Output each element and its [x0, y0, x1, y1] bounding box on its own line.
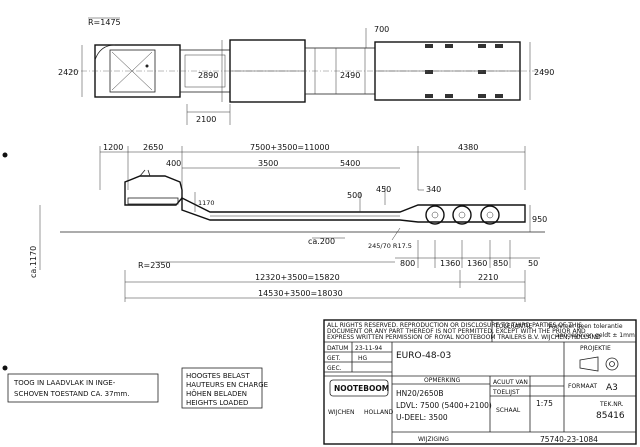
dim-3500: 3500 [258, 159, 278, 168]
tolerantie-text-1: Wanneer geen tolerantie [548, 323, 623, 330]
title-block: ALL RIGHTS RESERVED. REPRODUCTION OR DIS… [323, 319, 637, 445]
datum-label: DATUM [327, 345, 348, 352]
binder-hole-top [2, 152, 8, 158]
dim-15820: 12320+3500=15820 [255, 273, 340, 282]
dim-2210: 2210 [478, 273, 498, 282]
acuut-label: ACUUT VAN [493, 379, 528, 386]
dim-1360-a: 1360 [440, 259, 460, 268]
teknr-label: TEK.NR. [599, 401, 624, 408]
side-view: 1200 2650 7500+3500=11000 4380 400 3500 … [29, 143, 547, 302]
dim-850: 850 [493, 259, 508, 268]
wijziging-label: WIJZIGING [418, 436, 449, 443]
dim-800: 800 [400, 259, 415, 268]
note-line-2: SCHOVEN TOESTAND CA. 37mm. [14, 390, 129, 398]
note-box-toog: TOOG IN LAADVLAK IN INGE- SCHOVEN TOESTA… [7, 373, 159, 403]
dim-ca1170: ca.1170 [29, 246, 38, 278]
gooseneck-radius [94, 44, 116, 61]
opmerking-line-2: LDVL: 7500 (5400+2100) [396, 401, 492, 410]
dim-1360-b: 1360 [467, 259, 487, 268]
wheel-group [425, 44, 503, 98]
heights-nl: HOOGTES BELAST [186, 372, 250, 380]
dim-400: 400 [166, 159, 181, 168]
gec-label: GEC. [327, 365, 342, 372]
dim-450: 450 [376, 185, 391, 194]
dim-1200: 1200 [103, 143, 123, 152]
dim-2490-mid: 2490 [340, 71, 360, 80]
tolerantie-text-2: aangegeven geldt ± 1mm [556, 332, 635, 339]
dim-340: 340 [426, 185, 441, 194]
toelijst-label: TOELIJST [492, 389, 520, 396]
holland-text: HOLLAND [364, 409, 394, 416]
tolerantie-label: TOLERANTIE [494, 323, 532, 330]
dim-r1475: R=1475 [88, 18, 121, 27]
teknr-value: 85416 [596, 411, 625, 421]
watermark-number: 75740-23-1084 [540, 435, 598, 444]
heights-fr: HAUTEURS EN CHARGE [186, 381, 268, 389]
get-label: GET. [327, 355, 340, 362]
tyre-size: 245/70 R17.5 [368, 242, 412, 250]
dim-11000: 7500+3500=11000 [250, 143, 330, 152]
dim-500: 500 [347, 191, 362, 200]
dim-ca200: ca.200 [308, 237, 335, 246]
datum-value: 23-11-94 [355, 345, 382, 352]
wheels-side [425, 205, 500, 225]
opmerking-line-1: HN20/2650B [396, 389, 444, 398]
dim-r2350: R=2350 [138, 261, 171, 270]
dim-2100: 2100 [196, 115, 216, 124]
dim-1170-inner: 1170 [198, 199, 215, 207]
top-view: R=1475 2420 2890 700 2490 2490 2100 [58, 17, 554, 125]
copyright-3: EXPRESS WRITTEN PERMISSION OF ROYAL NOOT… [327, 334, 601, 341]
nooteboom-logo [329, 379, 389, 397]
dim-2490-rear: 2490 [534, 68, 554, 77]
copyright-2: DOCUMENT OR ANY PART THEREOF IS NOT PERM… [327, 328, 586, 335]
dim-5400: 5400 [340, 159, 360, 168]
get-value: HG [358, 355, 368, 362]
dim-700: 700 [374, 25, 389, 34]
deck-side [181, 196, 526, 223]
dim-18030: 14530+3500=18030 [258, 289, 343, 298]
heights-en: HEIGHTS LOADED [186, 399, 248, 407]
copyright-1: ALL RIGHTS RESERVED. REPRODUCTION OR DIS… [327, 322, 582, 329]
binder-hole-bottom [2, 365, 8, 371]
dim-2420: 2420 [58, 68, 78, 77]
gooseneck-side [124, 175, 183, 206]
logo-text: NOOTEBOOM [334, 384, 389, 393]
dim-4380: 4380 [458, 143, 478, 152]
schaal-value: 1:75 [536, 399, 553, 408]
dim-950: 950 [532, 215, 547, 224]
schaal-label: SCHAAL [496, 407, 521, 414]
projektie-label: PROJEKTIE [580, 345, 611, 352]
formaat-value: A3 [606, 383, 618, 393]
opmerking-line-3: U-DEEL: 3500 [396, 413, 448, 422]
dim-2650: 2650 [143, 143, 163, 152]
note-line-1: TOOG IN LAADVLAK IN INGE- [13, 379, 116, 387]
opmerking-label: OPMERKING [424, 377, 461, 384]
projection-symbol [579, 356, 619, 372]
dim-50: 50 [528, 259, 538, 268]
wijchen-text: WIJCHEN [328, 409, 354, 416]
note-box-heights: HOOGTES BELAST HAUTEURS EN CHARGE HÖHEN … [181, 367, 268, 409]
formaat-label: FORMAAT [568, 383, 597, 390]
drawing-title: EURO-48-03 [396, 351, 451, 361]
heights-de: HÖHEN BELADEN [186, 389, 247, 398]
kingpin [145, 64, 149, 68]
dim-2890: 2890 [198, 71, 218, 80]
